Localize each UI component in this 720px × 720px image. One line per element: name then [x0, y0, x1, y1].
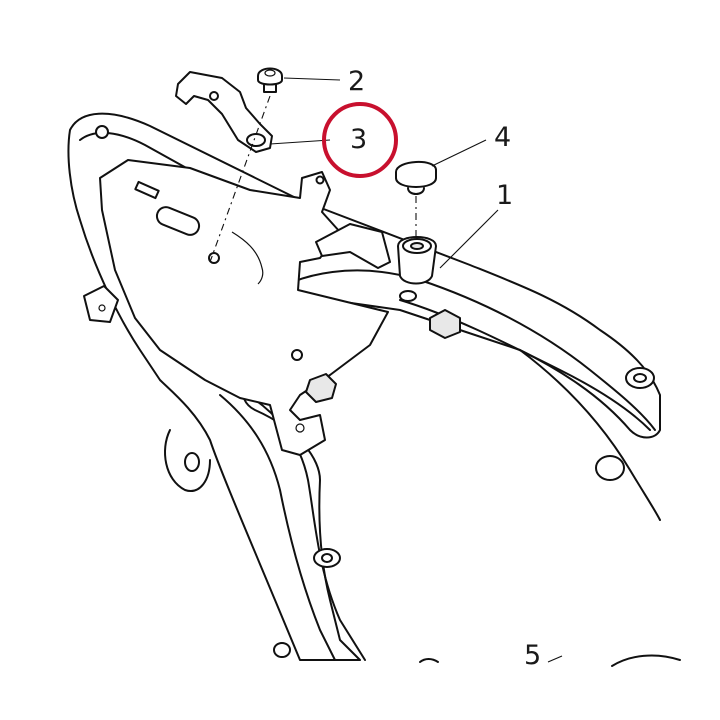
bush-bore	[410, 242, 424, 250]
bracket-3-outline	[175, 71, 273, 153]
cap-4-top	[395, 160, 437, 188]
wire	[231, 231, 264, 285]
leader-3	[269, 139, 331, 145]
frame-hole-large	[595, 455, 625, 481]
bracket-3-hole	[209, 91, 219, 101]
callout-4: 4	[494, 122, 512, 153]
leader-4	[431, 139, 487, 167]
callout-3: 3	[350, 124, 368, 155]
plate-tab-hole	[315, 175, 325, 185]
frame-hole	[273, 642, 291, 658]
rubber-bush	[397, 236, 437, 285]
partial-component	[611, 654, 681, 667]
callout-2: 2	[348, 66, 366, 97]
leader-1	[439, 209, 499, 269]
plate-lower-hole	[295, 423, 305, 433]
part-3-bracket	[175, 71, 273, 153]
screw-2-socket	[264, 69, 276, 77]
subframe-right-arm	[519, 349, 661, 521]
callout-3-highlight-circle	[322, 102, 398, 178]
rail-nut	[429, 309, 461, 339]
bracket-3-slot	[246, 133, 266, 147]
leader-5	[547, 655, 563, 663]
plate-slot	[155, 206, 201, 236]
plate-raised-bracket	[315, 223, 391, 269]
screw-2-shank	[263, 83, 277, 93]
frame-mount-hole	[633, 373, 647, 383]
plate-cutout	[134, 180, 160, 200]
leader-2	[283, 77, 341, 81]
partial-component-edge	[419, 658, 439, 663]
part-4-rubber-cap	[395, 160, 437, 195]
assembly-axis-screw	[209, 95, 271, 263]
part-2-screw	[257, 67, 283, 93]
cap-4-stem	[407, 187, 425, 195]
frame-small-hole	[98, 304, 106, 312]
subframe-lower-rail	[219, 394, 336, 661]
callout-5: 5	[524, 640, 542, 671]
nut	[305, 373, 337, 403]
frame-small-bracket	[83, 285, 119, 323]
frame-hole	[95, 125, 109, 139]
frame-side-tab	[164, 429, 211, 492]
rail-fitting	[399, 290, 417, 302]
callout-1: 1	[496, 180, 514, 211]
plate-hole	[208, 252, 220, 264]
subframe-inner-right-rail	[259, 269, 656, 431]
mounting-plate	[99, 159, 461, 456]
frame-mount-hole	[321, 553, 333, 563]
frame-side-hole	[184, 452, 200, 472]
plate-hole	[291, 349, 303, 361]
